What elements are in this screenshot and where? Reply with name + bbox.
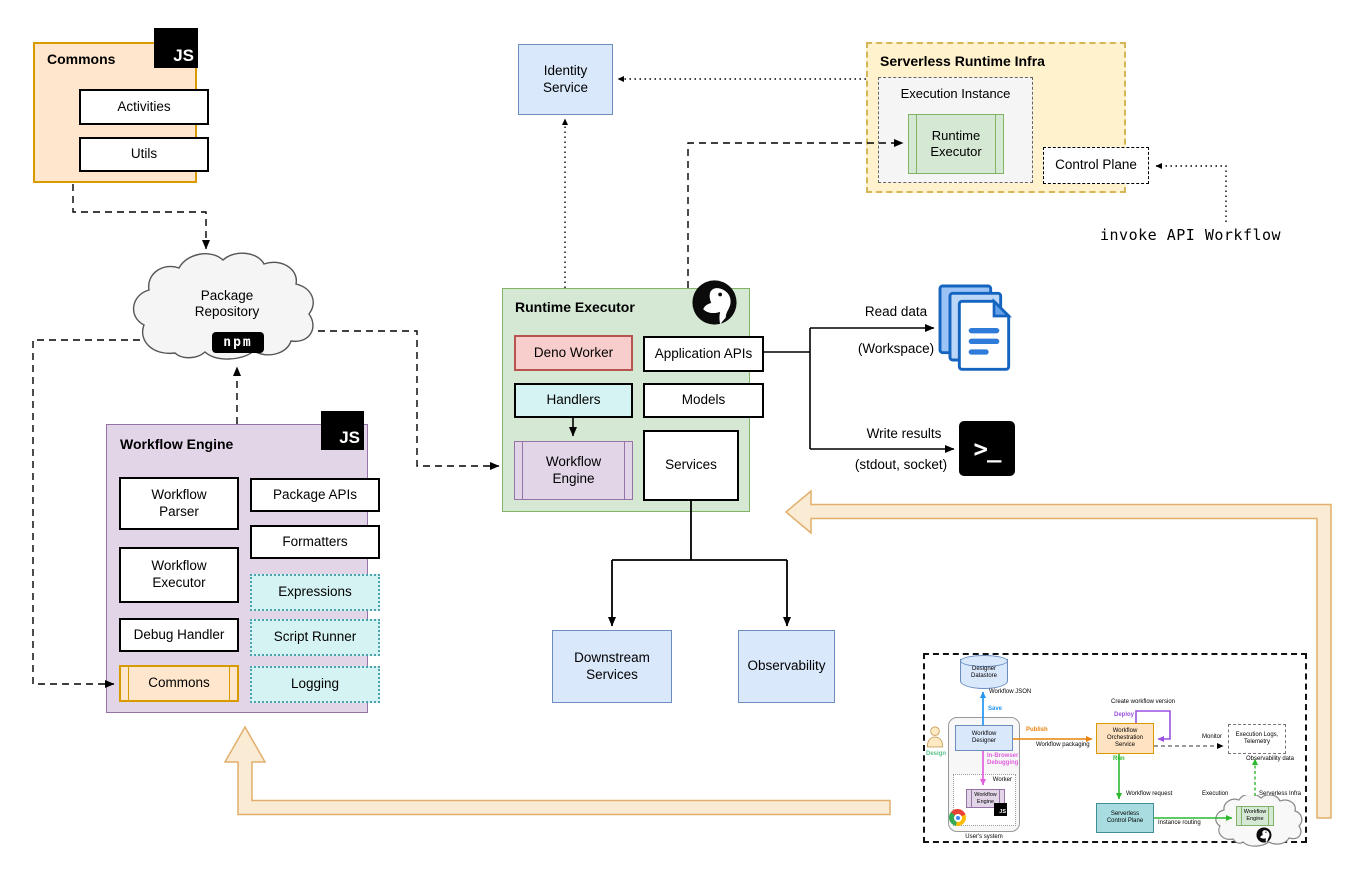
utils-box: Utils	[79, 137, 209, 172]
invoke-api-workflow-label: invoke API Workflow	[1100, 226, 1282, 244]
execution-logs-box: Execution Logs, Telemetry	[1228, 724, 1286, 754]
js-icon: JS	[154, 28, 198, 68]
debug-handler-box: Debug Handler	[119, 618, 239, 652]
design-label: Design	[925, 751, 946, 757]
package-repository-label: Package Repository	[194, 288, 260, 320]
workflow-engine-runtime-box: Workflow Engine	[514, 441, 633, 500]
documents-icon	[938, 284, 1018, 372]
js-icon: JS	[994, 803, 1007, 816]
expressions-box: Expressions	[250, 574, 380, 611]
save-label: Save	[988, 706, 1003, 712]
npm-logo-label: npm	[223, 335, 253, 350]
application-apis-box: Application APIs	[643, 336, 764, 372]
monitor-label: Monitor	[1202, 734, 1223, 740]
worker-label: Worker	[992, 777, 1012, 783]
services-box: Services	[643, 430, 739, 501]
big-orange-arrow-bottom	[223, 725, 891, 816]
execution-label: Execution	[1202, 791, 1229, 797]
logging-box: Logging	[250, 666, 380, 703]
observability-box: Observability	[738, 630, 835, 703]
serverless-runtime-infra-title: Serverless Runtime Infra	[880, 53, 1045, 69]
workflow-packaging-label: Workflow packaging	[1036, 742, 1090, 748]
commons-module-title: Commons	[47, 51, 116, 67]
workflow-designer-box: Workflow Designer	[955, 725, 1013, 751]
designer-datastore-label: Designer Datastore	[970, 666, 997, 679]
deno-icon	[1256, 827, 1272, 843]
observability-data-label: Observability data	[1246, 756, 1295, 762]
serverless-infra-label: Serverless Infra	[1259, 791, 1302, 797]
formatters-box: Formatters	[250, 525, 380, 559]
deploy-label: Deploy	[1114, 712, 1135, 718]
publish-label: Publish	[1026, 727, 1048, 733]
downstream-services-box: Downstream Services	[552, 630, 672, 703]
js-badge-label: JS	[999, 809, 1006, 815]
deno-icon	[691, 279, 738, 326]
identity-service-box: Identity Service	[518, 44, 613, 115]
write-results-label: Write results	[866, 426, 942, 441]
read-data-label: Read data	[864, 304, 928, 319]
run-label: Run	[1113, 756, 1125, 762]
workflow-json-label: Workflow JSON	[989, 689, 1032, 695]
runtime-executor-title: Runtime Executor	[515, 299, 635, 315]
chrome-hub	[953, 813, 962, 822]
npm-icon: npm	[212, 332, 264, 353]
script-runner-box: Script Runner	[250, 619, 380, 656]
js-icon: JS	[321, 411, 364, 450]
workflow-parser-box: Workflow Parser	[119, 477, 239, 530]
arrow-commons-to-npm	[72, 184, 210, 250]
instance-routing-label: Instance routing	[1158, 820, 1201, 826]
control-plane-box: Control Plane	[1043, 147, 1149, 184]
handlers-box: Handlers	[514, 383, 633, 418]
line-apis-junction	[764, 328, 811, 449]
terminal-glyph: >_	[973, 434, 1002, 463]
workflow-request-label: Workflow request	[1126, 791, 1173, 797]
js-badge-label: JS	[339, 428, 360, 447]
models-box: Models	[643, 383, 764, 418]
workflow-engine-serverless-box: Workflow Engine	[1236, 806, 1274, 826]
deno-worker-box: Deno Worker	[514, 335, 633, 371]
create-workflow-version-label: Create workflow version	[1111, 699, 1176, 705]
users-system-label: User's system	[965, 834, 1003, 840]
terminal-icon: >_	[959, 421, 1015, 476]
runtime-executor-instance-box: Runtime Executor	[908, 114, 1004, 174]
chrome-icon	[949, 809, 966, 826]
arrow-invoke-to-control-plane	[1155, 163, 1227, 222]
workflow-orchestration-service-box: Workflow Orchestration Service	[1096, 723, 1154, 754]
package-apis-box: Package APIs	[250, 478, 380, 512]
commons-process-box: Commons	[119, 665, 239, 702]
person-icon	[926, 726, 944, 749]
activities-box: Activities	[79, 89, 209, 125]
in-browser-debugging-label: In-Browser Debugging	[987, 753, 1019, 766]
serverless-control-plane-box: Serverless Control Plane	[1096, 803, 1154, 833]
workspace-label: (Workspace)	[857, 341, 935, 356]
stdout-socket-label: (stdout, socket)	[854, 457, 948, 472]
workflow-engine-package-title: Workflow Engine	[120, 436, 234, 452]
js-badge-label: JS	[173, 46, 194, 65]
workflow-executor-box: Workflow Executor	[119, 547, 239, 603]
execution-instance-label: Execution Instance	[900, 86, 1011, 101]
